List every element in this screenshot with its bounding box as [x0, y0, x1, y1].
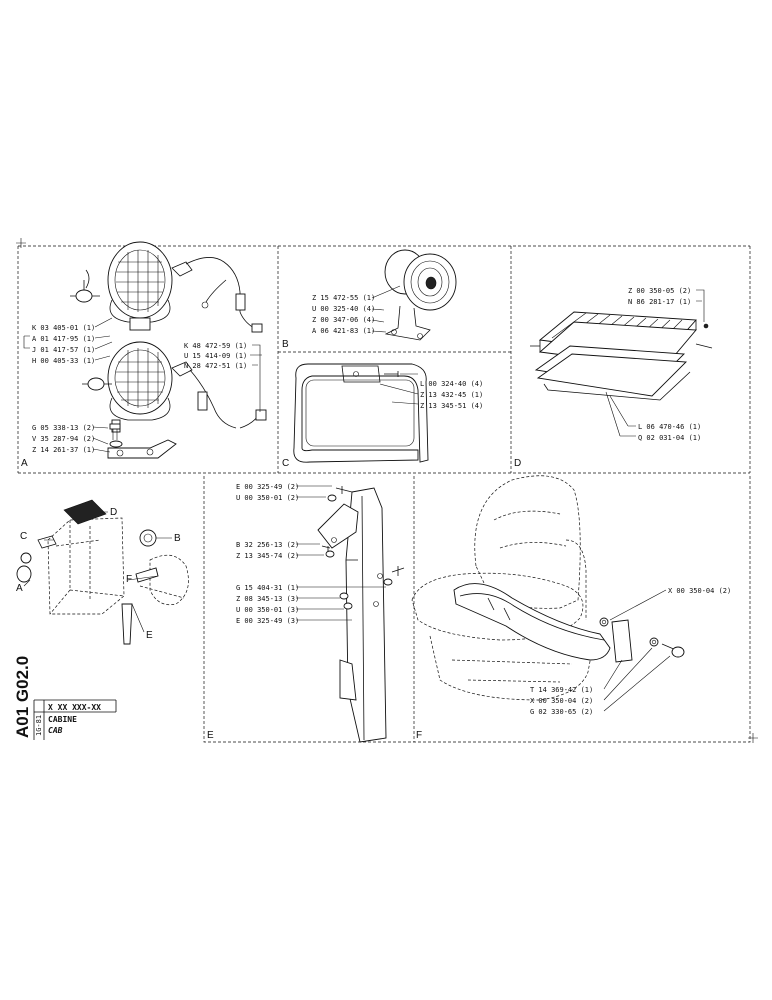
- part-number: L 06 470-46 (1): [638, 423, 701, 431]
- panel-e-letter: E: [207, 730, 214, 741]
- panel-a: A: [21, 241, 267, 469]
- part-number: N 86 281-17 (1): [628, 298, 691, 306]
- overview-label: B: [174, 533, 181, 544]
- part-number: G 02 330-65 (2): [530, 708, 593, 716]
- part-number: T 14 369-42 (1): [530, 686, 593, 694]
- part-number: K 48 472-59 (1): [184, 342, 247, 350]
- part-number: Z 14 261-37 (1): [32, 446, 95, 454]
- panel-b-letter: B: [282, 339, 289, 350]
- part-number: X 00 350-04 (2): [668, 587, 731, 595]
- part-number: Z 00 350-05 (2): [628, 287, 691, 295]
- part-number: Z 00 347-06 (4): [312, 316, 375, 324]
- part-number: X 00 350-04 (2): [530, 697, 593, 705]
- grille-illustration: [530, 311, 713, 401]
- panel-e-hardware-illustration: [321, 486, 405, 610]
- reference-number: X XX XXX-XX: [48, 703, 101, 712]
- panel-d: D Z 00 350-05 (2) N 86 281-17 (1) L 06 4…: [514, 287, 713, 469]
- part-number: A 06 421-83 (1): [312, 327, 375, 335]
- panel-a-hardware-illustration: [109, 423, 123, 448]
- panel-c: C L 00 324-40 (4) Z 13 432-45 (1) Z 13 3…: [282, 363, 483, 469]
- part-number: N 28 472-51 (1): [184, 362, 247, 370]
- title-block: A01 G02.0 X XX XXX-XX 1G-81 CABINE CAB: [13, 656, 117, 740]
- part-number: Z 13 432-45 (1): [420, 391, 483, 399]
- part-number: Z 13 345-74 (2): [236, 552, 299, 560]
- part-number: U 00 325-40 (4): [312, 305, 375, 313]
- sheet-subtitle: CAB: [48, 726, 63, 735]
- panel-frames-bottom: [203, 476, 751, 743]
- panel-d-letter: D: [514, 458, 521, 469]
- beacon-illustration: [384, 249, 457, 341]
- part-number: J 01 417-57 (1): [32, 346, 95, 354]
- part-number: K 03 405-01 (1): [32, 324, 95, 332]
- panel-f-letter: F: [416, 730, 422, 741]
- part-number: Q 02 031-04 (1): [638, 434, 701, 442]
- overview-label: D: [110, 507, 117, 518]
- lamp-bracket-illustration: [107, 439, 177, 459]
- panel-e: E E 00 325-49 (2) U 00 350-01 (2) B 32 2…: [207, 483, 405, 743]
- overview-label: E: [146, 630, 153, 641]
- panel-c-letter: C: [282, 458, 289, 469]
- part-number: L 00 324-40 (4): [420, 380, 483, 388]
- part-number: V 35 287-94 (2): [32, 435, 95, 443]
- lower-work-lamp-illustration: [82, 341, 193, 433]
- overview-label: A: [16, 583, 23, 594]
- panel-a-letter: A: [21, 458, 28, 469]
- part-number: B 32 256-13 (2): [236, 541, 299, 549]
- panel-f: F X 00 350-04 (2) T 14 369-42 (1) X 00 3…: [411, 475, 731, 741]
- overview-label: F: [126, 574, 132, 585]
- cab-overview: D C B A F E: [16, 499, 189, 645]
- panel-f-hardware-illustration: [649, 637, 685, 658]
- part-number: Z 13 345-51 (4): [420, 402, 483, 410]
- armrest-illustration: [453, 583, 633, 663]
- side-strip-illustration: [317, 487, 387, 743]
- seat-illustration: [411, 475, 595, 701]
- side-code: 1G-81: [35, 715, 43, 736]
- cab-overview-illustration: [16, 499, 189, 645]
- sheet-title: CABINE: [48, 715, 77, 724]
- drawing-code: A01 G02.0: [13, 656, 32, 738]
- lamp-cable-illustration: [185, 257, 267, 429]
- part-number: E 00 325-49 (2): [236, 483, 299, 491]
- part-number: G 05 338-13 (2): [32, 424, 95, 432]
- panel-b: B Z 15 472-55 (1) U 00 325-40 (4) Z 00 3…: [282, 249, 457, 350]
- upper-work-lamp-illustration: [70, 241, 193, 331]
- part-number: G 15 404-31 (1): [236, 584, 299, 592]
- mirror-frame-illustration: [293, 363, 429, 463]
- part-number: U 00 350-01 (3): [236, 606, 299, 614]
- overview-label: C: [20, 531, 27, 542]
- part-number: Z 15 472-55 (1): [312, 294, 375, 302]
- part-number: Z 08 345-13 (3): [236, 595, 299, 603]
- part-number: H 00 405-33 (1): [32, 357, 95, 365]
- part-number: U 15 414-09 (1): [184, 352, 247, 360]
- part-number: U 00 350-01 (2): [236, 494, 299, 502]
- part-number: A 01 417-95 (1): [32, 335, 95, 343]
- part-number: E 00 325-49 (3): [236, 617, 299, 625]
